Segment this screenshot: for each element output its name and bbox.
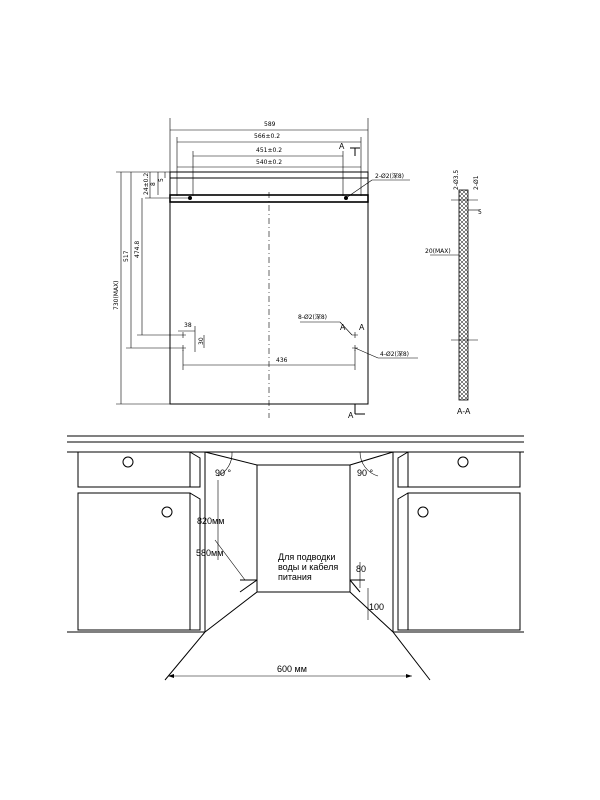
- section-a-mid2: A: [359, 323, 365, 332]
- kitchen-niche-drawing: 90 ° 90 ° 820мм 580мм Для подводки воды …: [67, 435, 524, 681]
- section-a-mid1: A: [340, 323, 346, 332]
- left-drawer: [77, 451, 191, 488]
- left-door-knob: [161, 506, 173, 518]
- right-door-knob: [417, 506, 429, 518]
- left-cabinet-door: [77, 492, 191, 631]
- dim-540: 540±0.2: [256, 159, 282, 166]
- hole-label-2: 2-Ø2(深8): [375, 172, 404, 180]
- dim-80: 80: [356, 564, 366, 574]
- dim-566: 566±0.2: [254, 133, 280, 140]
- dim-730: 730(MAX): [113, 280, 120, 310]
- dim-100: 100: [369, 602, 384, 612]
- section-a-top: A: [339, 142, 345, 151]
- section-aa-title: A-A: [457, 407, 471, 416]
- side-label-d1: 2-Ø1: [473, 175, 480, 190]
- right-drawer: [407, 451, 521, 488]
- dim-451: 451±0.2: [256, 147, 282, 154]
- side-label-d35: 2-Ø3.5: [453, 170, 460, 190]
- hole-label-8: 8-Ø2(深8): [298, 313, 327, 321]
- side-label-20: 20(MAX): [425, 248, 451, 255]
- dim-38: 38: [184, 322, 192, 329]
- left-drawer-knob: [122, 456, 134, 468]
- right-cabinet-door: [407, 492, 521, 631]
- dim-5: 5: [158, 178, 165, 182]
- dim-600: 600 мм: [277, 664, 307, 674]
- dim-820: 820мм: [197, 516, 224, 526]
- note-line-3: питания: [278, 572, 312, 582]
- dim-8: 8: [150, 182, 157, 186]
- dim-24: 24±0.2: [143, 173, 150, 195]
- note-line-2: воды и кабеля: [278, 562, 338, 572]
- side-label-5: 5: [478, 209, 482, 216]
- dim-589: 589: [264, 121, 276, 128]
- section-aa-drawing: 2-Ø3.5 2-Ø1 5 20(MAX) A-A: [425, 170, 482, 416]
- dim-517: 517: [123, 250, 130, 262]
- right-drawer-knob: [457, 456, 469, 468]
- dim-580: 580мм: [196, 548, 223, 558]
- dim-436: 436: [276, 357, 288, 364]
- section-a-bottom: A: [348, 411, 354, 420]
- door-panel-drawing: 589 566±0.2 451±0.2 540±0.2 A A 2-Ø2(深8)…: [113, 118, 418, 420]
- dim-474: 474.8: [134, 241, 141, 258]
- hole-label-4: 4-Ø2(深8): [380, 350, 409, 358]
- dim-30: 30: [198, 337, 205, 345]
- angle-right: 90 °: [357, 468, 374, 478]
- section-aa-profile: [458, 189, 469, 401]
- angle-left: 90 °: [215, 468, 232, 478]
- note-line-1: Для подводки: [278, 552, 335, 562]
